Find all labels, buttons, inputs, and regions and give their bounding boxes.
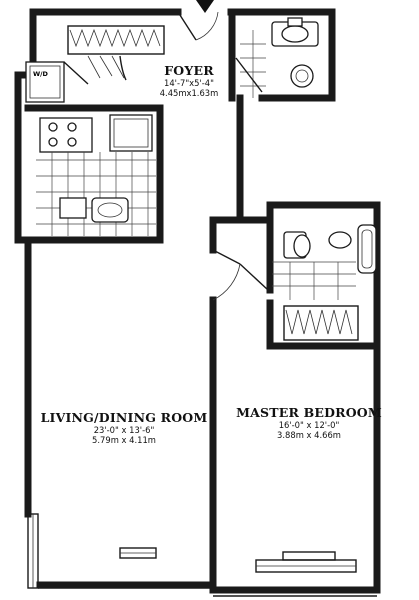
entry-arrow-icon	[196, 0, 214, 13]
master-bedroom-dim-imperial: 16'-0" x 12'-0"	[278, 420, 340, 430]
master-bath	[272, 224, 377, 341]
closet-top	[67, 25, 165, 81]
foyer-label: FOYER 14'-7"x5'-4" 4.45mx1.63m	[160, 63, 219, 98]
front-door	[177, 11, 219, 41]
bedroom-door	[212, 249, 269, 301]
washer-dryer-label: W/D	[33, 70, 48, 78]
foyer-dim-metric: 4.45mx1.63m	[159, 88, 219, 98]
washer-dryer	[25, 61, 89, 103]
living-dining-dim-imperial: 23'-0" x 13'-6"	[93, 425, 155, 435]
foyer-dim-imperial: 14'-7"x5'-4"	[164, 78, 214, 88]
kitchen	[36, 114, 156, 236]
master-bedroom-label: MASTER BEDROOM 16'-0" x 12'-0" 3.88m x 4…	[236, 405, 382, 440]
master-bedroom-name: MASTER BEDROOM	[236, 405, 382, 420]
bathroom-top	[235, 17, 319, 98]
master-bedroom-dim-metric: 3.88m x 4.66m	[277, 430, 341, 440]
living-dining-name: LIVING/DINING ROOM	[40, 410, 208, 425]
window-right	[213, 551, 377, 597]
walls	[14, 8, 381, 594]
living-dining-dim-metric: 5.79m x 4.11m	[92, 435, 156, 445]
living-dining-label: LIVING/DINING ROOM 23'-0" x 13'-6" 5.79m…	[41, 410, 208, 445]
foyer-name: FOYER	[164, 63, 214, 78]
window-left	[27, 513, 213, 589]
